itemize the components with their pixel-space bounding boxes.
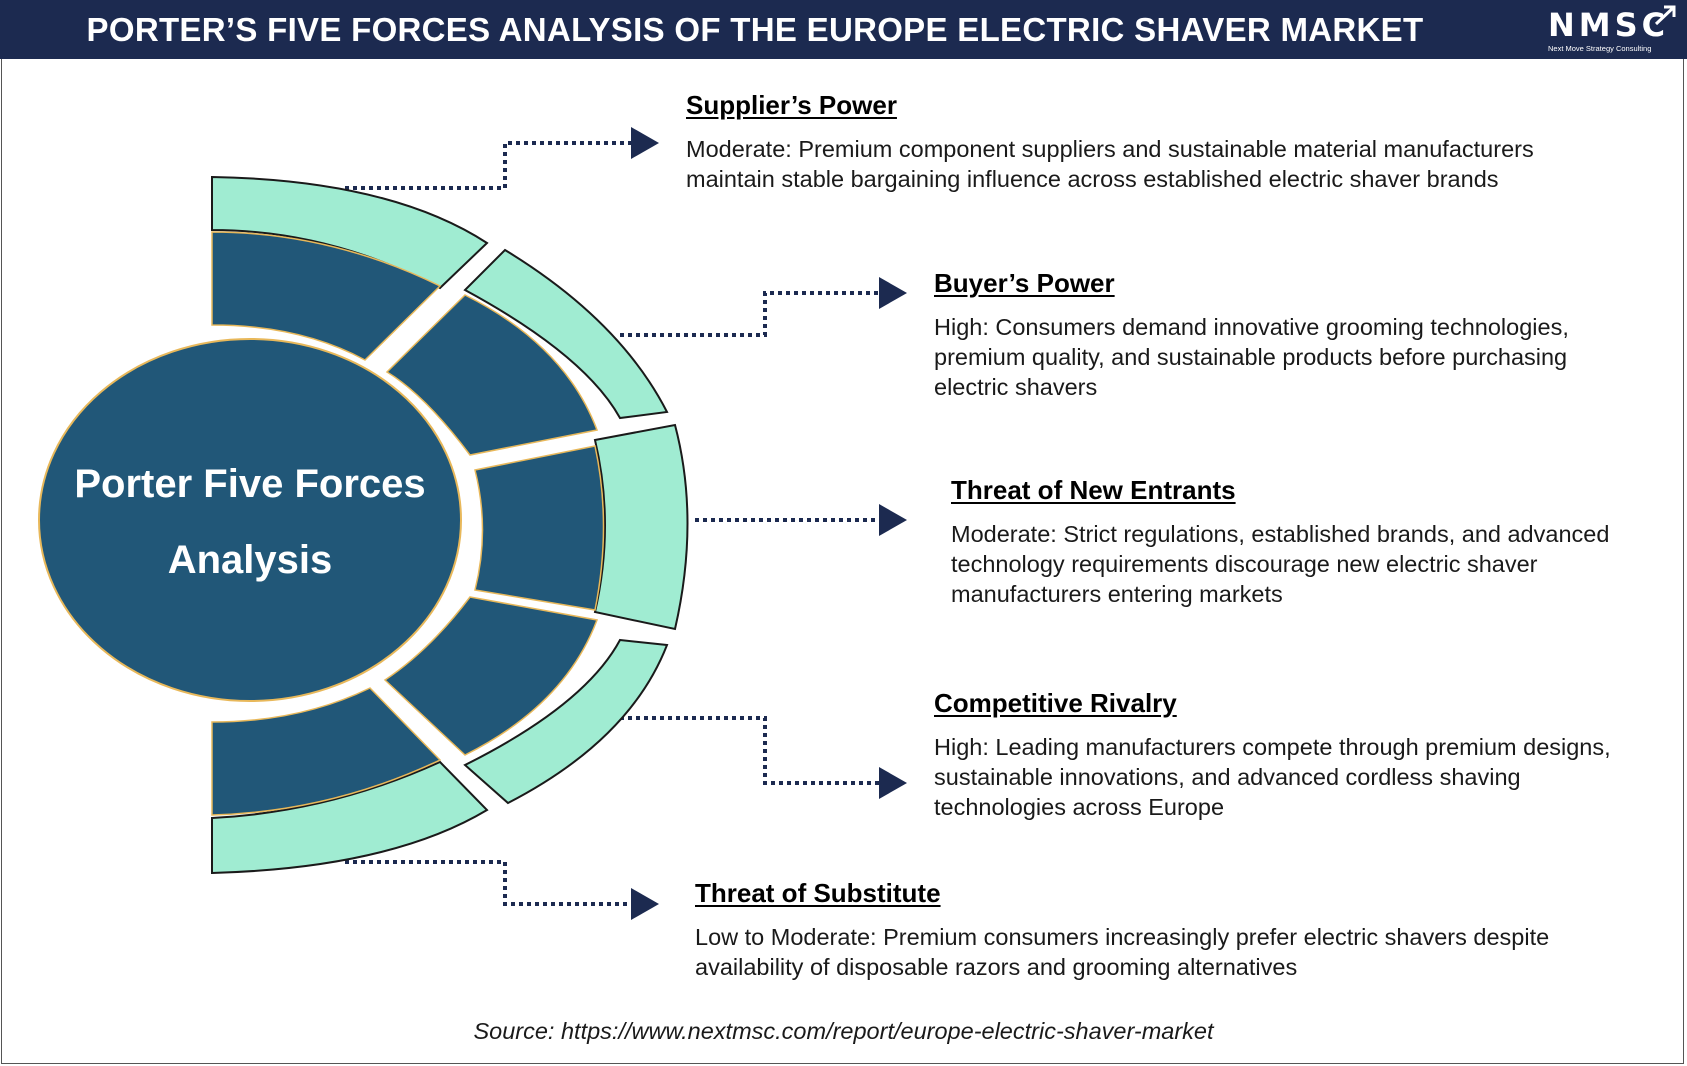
force-supplier-power: Supplier’s Power Moderate: Premium compo…	[686, 90, 1616, 194]
force-title: Supplier’s Power	[686, 90, 897, 120]
center-label: Porter Five Forces Analysis	[40, 446, 460, 598]
inner-segment-1	[211, 231, 442, 361]
connector-buyer	[620, 277, 907, 337]
outer-segment-4	[463, 638, 669, 805]
force-competitive-rivalry: Competitive Rivalry High: Leading manufa…	[934, 688, 1614, 822]
connector-lines	[345, 127, 907, 920]
connector-supplier	[345, 127, 659, 190]
force-description: Moderate: Premium component suppliers an…	[686, 136, 1534, 192]
inner-segment-5	[211, 687, 442, 816]
center-label-line2: Analysis	[167, 538, 333, 582]
force-description: High: Leading manufacturers compete thro…	[934, 734, 1611, 820]
force-title: Threat of Substitute	[695, 878, 941, 908]
force-threat-substitute: Threat of Substitute Low to Moderate: Pr…	[695, 878, 1630, 982]
nmsc-logo: NMSC Next Move Strategy Consulting	[1548, 5, 1678, 56]
source-citation: Source: https://www.nextmsc.com/report/e…	[473, 1018, 1214, 1044]
connector-rivalry	[620, 716, 907, 799]
inner-ring	[211, 231, 605, 816]
outer-segment-2	[463, 248, 669, 420]
inner-segment-2	[385, 294, 599, 456]
center-ellipse	[38, 338, 462, 702]
page-title: PORTER’S FIVE FORCES ANALYSIS OF THE EUR…	[86, 11, 1424, 48]
outer-segment-3	[593, 423, 689, 631]
center-label-line1: Porter Five Forces	[74, 462, 426, 506]
outer-segment-5	[211, 760, 489, 875]
force-new-entrants: Threat of New Entrants Moderate: Strict …	[951, 475, 1631, 609]
force-title: Competitive Rivalry	[934, 688, 1177, 718]
header-bar: PORTER’S FIVE FORCES ANALYSIS OF THE EUR…	[0, 0, 1687, 59]
inner-segment-3	[474, 445, 605, 611]
force-description: Low to Moderate: Premium consumers incre…	[695, 924, 1550, 980]
force-description: Moderate: Strict regulations, establishe…	[951, 521, 1610, 607]
outer-ring	[211, 175, 689, 875]
force-buyer-power: Buyer’s Power High: Consumers demand inn…	[934, 268, 1634, 402]
outer-segment-1	[211, 175, 489, 290]
force-title: Threat of New Entrants	[951, 475, 1236, 505]
force-title: Buyer’s Power	[934, 268, 1115, 298]
inner-segment-4	[383, 596, 599, 756]
logo-arrow-icon	[1654, 5, 1676, 26]
logo-subtext: Next Move Strategy Consulting	[1548, 44, 1652, 53]
force-description: High: Consumers demand innovative groomi…	[934, 314, 1569, 400]
logo-text: NMSC	[1548, 6, 1670, 44]
connector-substitute	[345, 860, 659, 920]
